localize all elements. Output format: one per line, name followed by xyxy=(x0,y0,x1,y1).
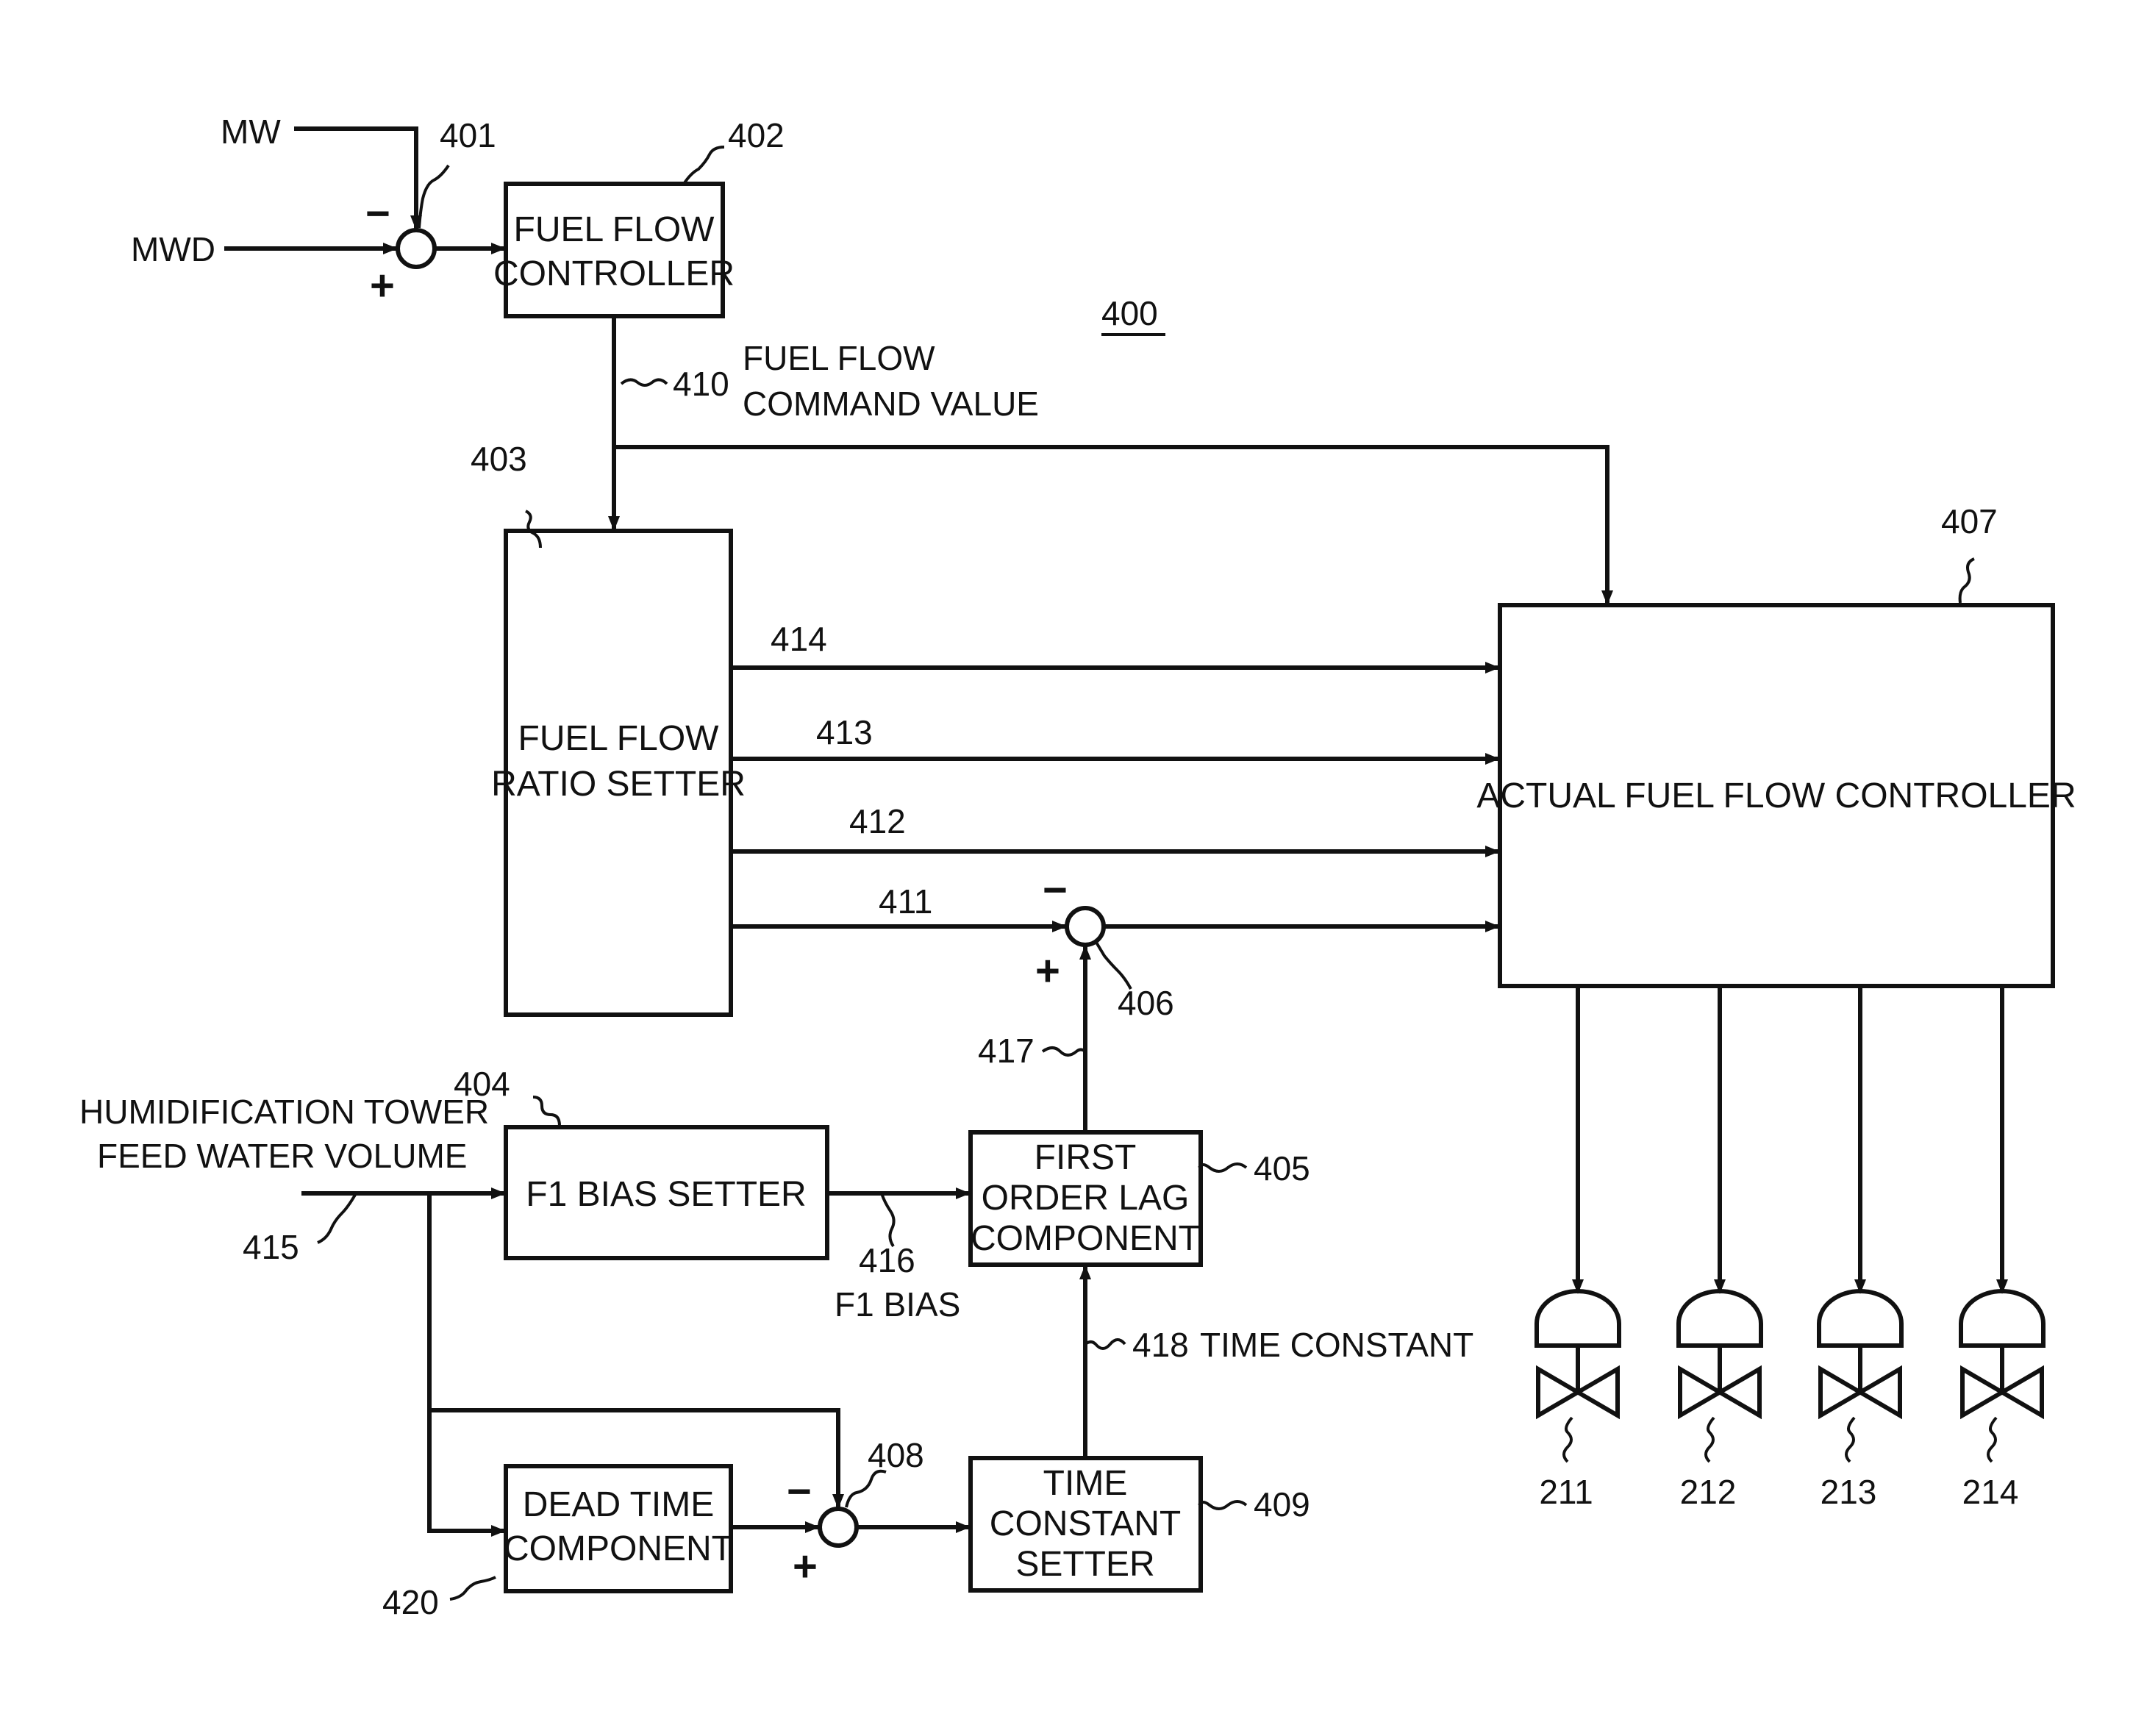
leader-214 xyxy=(1988,1418,1996,1462)
signal-410-label-line2: COMMAND VALUE xyxy=(743,385,1039,423)
ratio-setter-text-1: FUEL FLOW xyxy=(518,719,720,758)
time-constant-setter-text-2: CONSTANT xyxy=(990,1504,1181,1543)
j408-plus-sign: + xyxy=(793,1543,818,1590)
j406-plus-sign: + xyxy=(1035,947,1060,995)
signal-412-ref: 412 xyxy=(849,802,906,840)
fuel-flow-controller-text-2: CONTROLLER xyxy=(493,254,735,293)
leader-410 xyxy=(621,379,667,385)
valve-214 xyxy=(1961,1291,2043,1415)
block-403-ref: 403 xyxy=(471,440,527,478)
fuel-flow-controller-text-1: FUEL FLOW xyxy=(514,210,715,249)
mwd-input-label: MWD xyxy=(131,230,215,268)
block-420-ref: 420 xyxy=(382,1583,439,1621)
first-order-lag-text-3: COMPONENT xyxy=(971,1219,1200,1258)
signal-417-ref: 417 xyxy=(978,1032,1035,1070)
signal-416-label: F1 BIAS xyxy=(835,1285,960,1324)
valve-214-label: 214 xyxy=(1962,1473,2019,1511)
j401-plus-sign: + xyxy=(370,262,395,310)
leader-404 xyxy=(533,1097,560,1126)
valve-211-label: 211 xyxy=(1539,1473,1593,1511)
junction-406 xyxy=(1067,908,1104,945)
valve-212 xyxy=(1679,1291,1761,1415)
junction-401-ref: 401 xyxy=(440,116,496,154)
leader-402 xyxy=(684,147,724,184)
first-order-lag-text-1: FIRST xyxy=(1035,1138,1137,1177)
signal-410-ref: 410 xyxy=(673,365,729,403)
leader-407 xyxy=(1960,559,1974,603)
f1-bias-setter-text: F1 BIAS SETTER xyxy=(526,1175,806,1214)
leader-401 xyxy=(419,165,449,228)
signal-411-ref: 411 xyxy=(879,882,932,921)
junction-408 xyxy=(820,1509,857,1546)
valve-212-label: 212 xyxy=(1680,1473,1737,1511)
mw-signal-line xyxy=(294,129,416,229)
junction-406-ref: 406 xyxy=(1118,984,1174,1022)
signal-414-ref: 414 xyxy=(771,620,827,658)
signal-413-ref: 413 xyxy=(816,713,873,751)
j408-minus-sign: − xyxy=(787,1468,812,1515)
humidification-label-line2: FEED WATER VOLUME xyxy=(97,1137,467,1175)
leader-417 xyxy=(1043,1048,1085,1055)
leader-418 xyxy=(1085,1340,1125,1349)
fuel-flow-controller-block xyxy=(506,184,723,316)
leader-212 xyxy=(1706,1418,1714,1462)
signal-418-ref: 418 xyxy=(1132,1326,1189,1364)
j406-minus-sign: − xyxy=(1043,866,1068,914)
signal-410-branch-line xyxy=(614,447,1607,604)
mw-input-label: MW xyxy=(221,112,281,151)
dead-time-text-2: COMPONENT xyxy=(504,1529,733,1568)
humidification-label-line1: HUMIDIFICATION TOWER xyxy=(79,1093,489,1131)
leader-211 xyxy=(1564,1418,1572,1462)
signal-410-label-line1: FUEL FLOW xyxy=(743,339,935,377)
block-405-ref: 405 xyxy=(1254,1149,1310,1187)
j401-minus-sign: − xyxy=(365,190,390,237)
leader-409 xyxy=(1199,1501,1246,1509)
leader-405 xyxy=(1199,1164,1246,1171)
signal-416-ref: 416 xyxy=(859,1241,915,1279)
dead-time-text-1: DEAD TIME xyxy=(523,1485,714,1524)
branch-to-dead-time-line xyxy=(429,1193,504,1531)
valve-211 xyxy=(1537,1291,1619,1415)
block-407-ref: 407 xyxy=(1941,502,1998,540)
valve-213 xyxy=(1819,1291,1901,1415)
junction-408-ref: 408 xyxy=(868,1436,924,1474)
leader-213 xyxy=(1846,1418,1854,1462)
ratio-setter-text-2: RATIO SETTER xyxy=(491,765,746,804)
junction-401 xyxy=(398,230,435,267)
leader-415 xyxy=(318,1195,355,1243)
block-409-ref: 409 xyxy=(1254,1485,1310,1524)
leader-406 xyxy=(1096,941,1131,989)
actual-controller-text: ACTUAL FUEL FLOW CONTROLLER xyxy=(1476,776,2076,815)
valve-213-label: 213 xyxy=(1821,1473,1877,1511)
leader-408 xyxy=(846,1471,886,1507)
time-constant-setter-text-1: TIME xyxy=(1043,1464,1128,1503)
leader-420 xyxy=(450,1577,496,1599)
diagram-number: 400 xyxy=(1101,294,1158,332)
signal-418-label: TIME CONSTANT xyxy=(1200,1326,1473,1364)
block-402-ref: 402 xyxy=(728,116,785,154)
signal-415-ref: 415 xyxy=(243,1228,299,1266)
leader-416 xyxy=(882,1193,894,1246)
first-order-lag-text-2: ORDER LAG xyxy=(982,1179,1190,1218)
time-constant-setter-text-3: SETTER xyxy=(1015,1545,1154,1584)
